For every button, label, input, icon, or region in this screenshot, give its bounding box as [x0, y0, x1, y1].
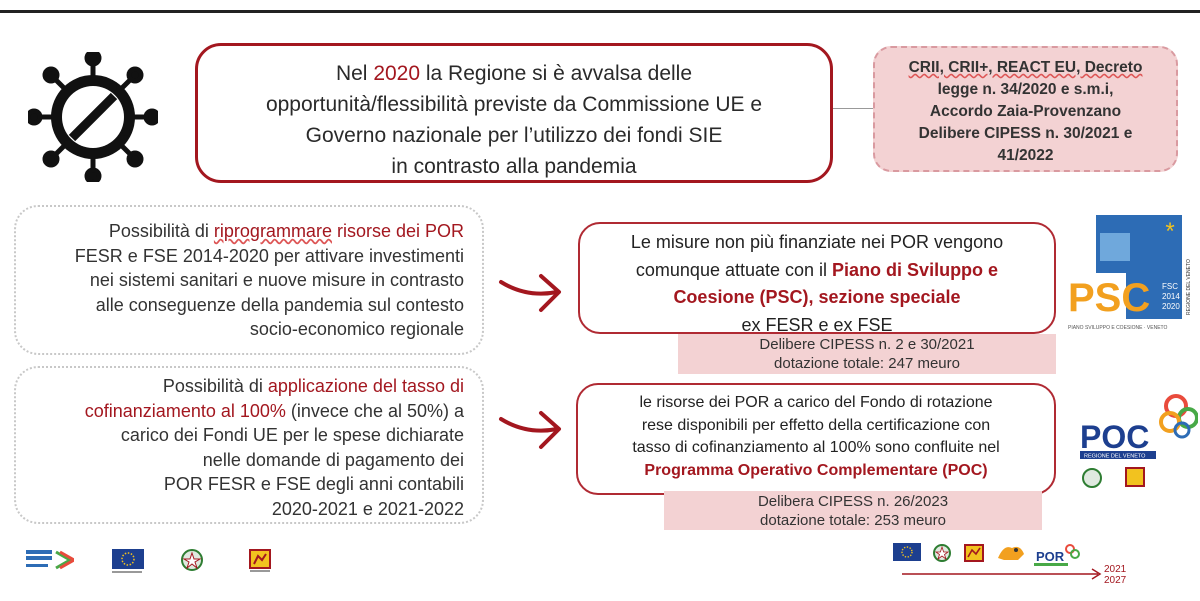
curved-arrow-right-icon: [499, 274, 561, 312]
left2-line-5: POR FESR e FSE degli anni contabili: [163, 474, 464, 494]
note-line-2: legge n. 34/2020 e s.m.i,: [937, 81, 1114, 98]
main-line-2: opportunità/flessibilità previste da Com…: [265, 93, 763, 116]
main-line-1-rest: la Regione si è avvalsa delle: [420, 62, 693, 85]
note-line-3: Accordo Zaia-Provenzano: [929, 103, 1122, 120]
note-line-1-text: CRII, CRII+, REACT EU, Decreto: [908, 59, 1143, 76]
result1-line-4: ex FESR e ex FSE: [741, 314, 893, 335]
legal-references-note: CRII, CRII+, REACT EU, Decreto legge n. …: [873, 46, 1178, 172]
left2-line-3: carico dei Fondi UE per le spese dichiar…: [120, 425, 464, 445]
left2-line-1-text: Possibilità di: [162, 376, 268, 396]
result1-highlight-1: Piano di Sviluppo e: [832, 259, 999, 280]
poc-logo: POC REGIONE DEL VENETO: [1080, 394, 1198, 488]
note-line-5: 41/2022: [997, 147, 1054, 164]
cofinancing-box: Possibilità di applicazione del tasso di…: [14, 366, 484, 524]
left1-highlight-2: risorse dei POR: [331, 221, 464, 241]
eu-flag-icon: [893, 543, 921, 561]
left1-line-2: FESR e FSE 2014-2020 per attivare invest…: [74, 245, 464, 266]
note-line-1: CRII, CRII+, REACT EU, Decreto: [875, 57, 1176, 79]
por-logo: POR: [1034, 544, 1080, 566]
connector-line: [833, 108, 875, 109]
left1-line-3: nei sistemi sanitari e nuove misure in c…: [89, 270, 464, 290]
left2-line-2: cofinanziamento al 100% (invece che al 5…: [26, 399, 464, 424]
left2-highlight-2: cofinanziamento al 100%: [84, 400, 286, 421]
period-start-year: 2021: [1104, 564, 1127, 575]
psc-logo-years-b: 2020: [1162, 302, 1180, 311]
main-line-1-text: Nel: [335, 62, 374, 85]
left2-line-6: 2020-2021 e 2021-2022: [271, 498, 464, 519]
main-line-1: Nel 2020 la Regione si è avvalsa delle: [198, 58, 830, 89]
psc-logo-side: REGIONE DEL VENETO: [1186, 259, 1192, 315]
result2-highlight: Programma Operativo Complementare (POC): [644, 461, 988, 479]
psc-logo-text: PSC: [1068, 276, 1150, 320]
main-year: 2020: [373, 62, 421, 85]
result2-line-1: le risorse dei POR a carico del Fondo di…: [639, 394, 993, 411]
psc-funding-tag: Delibere CIPESS n. 2 e 30/2021 dotazione…: [678, 334, 1056, 374]
left2-highlight-1: applicazione del tasso di: [267, 376, 464, 396]
psc-logo: * PSC FSC 2014 2020 PIANO SVILUPPO E COE…: [1068, 215, 1192, 331]
poc-funding-tag: Delibera CIPESS n. 26/2023 dotazione tot…: [664, 491, 1042, 530]
por-logo-text: POR: [1036, 549, 1065, 564]
psc-logo-years-a: 2014: [1162, 292, 1180, 301]
tag2-line-1: Delibera CIPESS n. 26/2023: [757, 493, 949, 510]
left2-line-1: Possibilità di applicazione del tasso di: [26, 374, 464, 399]
poc-result-box: le risorse dei POR a carico del Fondo di…: [576, 383, 1056, 495]
covid-virus-blocked-icon: [28, 52, 158, 182]
main-statement-box: Nel 2020 la Regione si è avvalsa delle o…: [195, 43, 833, 183]
curved-arrow-right-icon: [499, 411, 561, 449]
left1-line-5: socio-economico regionale: [249, 319, 464, 339]
result1-line-2: comunque attuate con il Piano di Svilupp…: [580, 257, 1054, 285]
svg-text:*: *: [1165, 218, 1174, 245]
main-line-4: in contrasto alla pandemia: [391, 155, 637, 178]
veneto-lion-icon: [1125, 467, 1145, 487]
left1-highlight-1: riprogrammare: [213, 221, 332, 241]
italian-republic-emblem-icon: [933, 544, 951, 562]
poc-logo-band: REGIONE DEL VENETO: [1084, 454, 1146, 460]
left2-line-4: nelle domande di pagamento dei: [202, 449, 464, 470]
left1-line-1-text: Possibilità di: [108, 221, 214, 241]
eu-flag-icon: [112, 549, 144, 573]
reprogramming-box: Possibilità di riprogrammare risorse dei…: [14, 205, 484, 355]
result1-line-2-text: comunque attuate con il: [635, 259, 833, 280]
psc-result-box: Le misure non più finanziate nei POR ven…: [578, 222, 1056, 335]
poc-logo-text: POC: [1080, 419, 1149, 455]
lion-mascot-icon: [998, 546, 1024, 560]
veneto-lion-icon: [964, 544, 984, 562]
left2-line-2-text: (invece che al 50%) a: [285, 400, 464, 421]
programming-period: 2021 2027: [1104, 564, 1126, 586]
main-line-3: Governo nazionale per l’utilizzo dei fon…: [305, 124, 723, 147]
tag1-line-1: Delibere CIPESS n. 2 e 30/2021: [759, 336, 975, 353]
result1-highlight-2: Coesione (PSC), sezione speciale: [673, 287, 961, 307]
note-line-4: Delibere CIPESS n. 30/2021 e: [918, 125, 1133, 142]
result2-line-3: tasso di cofinanziamento al 100% sono co…: [632, 439, 1000, 456]
tag1-line-2: dotazione totale: 247 meuro: [774, 355, 960, 372]
poc-knot-icon: [1159, 394, 1198, 439]
timeline-arrow: [902, 568, 1102, 580]
psc-logo-fsc: FSC: [1162, 282, 1178, 291]
top-divider-line: [0, 10, 1200, 13]
tag2-line-2: dotazione totale: 253 meuro: [760, 512, 946, 529]
result1-line-1: Le misure non più finanziate nei POR ven…: [630, 232, 1004, 252]
italian-republic-emblem-icon: [181, 549, 203, 571]
left1-line-4: alle conseguenze della pandemia sul cont…: [95, 294, 464, 315]
period-end-year: 2027: [1104, 575, 1127, 586]
left1-line-1: Possibilità di riprogrammare risorse dei…: [26, 219, 464, 244]
veneto-lion-icon: [249, 549, 271, 572]
psc-logo-caption: PIANO SVILUPPO E COESIONE · VENETO: [1068, 325, 1167, 331]
coesione-italia-logo: [26, 550, 74, 570]
result2-line-2: rese disponibili per effetto della certi…: [641, 416, 991, 434]
italian-republic-emblem-icon: [1082, 468, 1102, 488]
